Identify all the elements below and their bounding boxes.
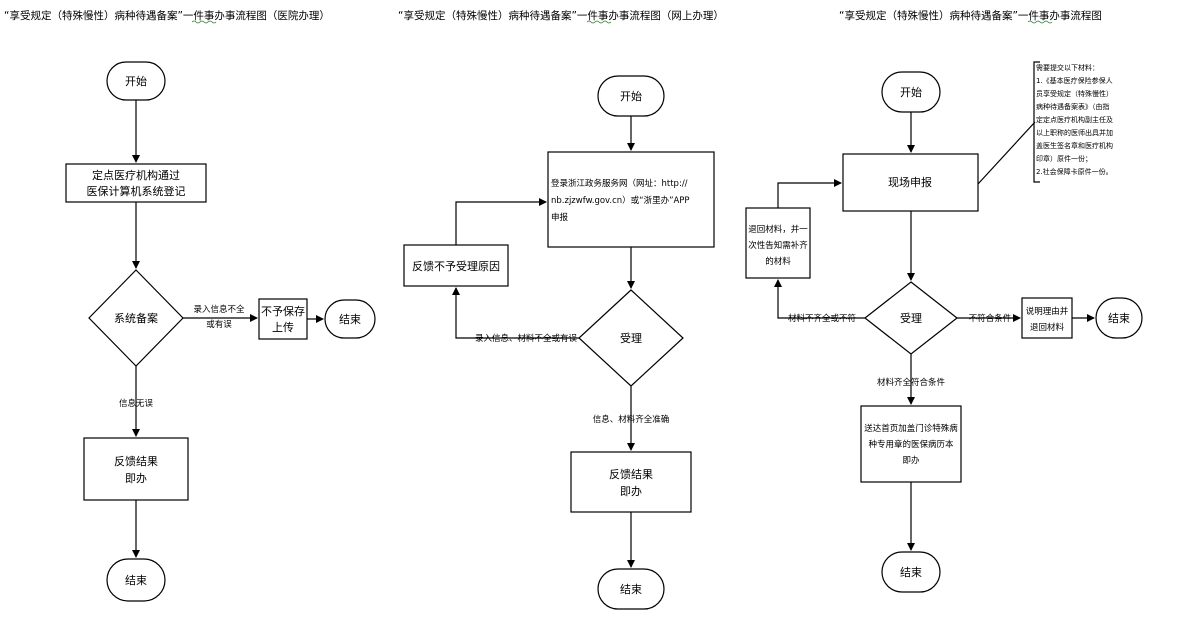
note-line9: 2.社会保障卡原件一份。	[1036, 167, 1113, 176]
end-terminator-bottom	[106, 558, 166, 602]
note-line3: 员享受规定（特殊慢性）	[1036, 89, 1113, 98]
result-process	[570, 451, 692, 513]
note-line4: 病种待遇备案表》（由指	[1036, 102, 1110, 111]
note-bracket	[1033, 61, 1040, 183]
onsite-apply-label: 现场申报	[888, 175, 932, 189]
note-connector	[977, 121, 1036, 185]
panel-onsite-title: “享受规定（特殊慢性）病种待遇备案”一件事办事流程图	[839, 9, 1102, 22]
no-branch-label-line1: 录入信息不全	[193, 304, 245, 315]
return-materials-line3: 的材料	[765, 256, 791, 267]
result-label-line1: 反馈结果	[114, 455, 158, 468]
spellcheck-underline	[191, 20, 217, 24]
end-terminator-right	[1095, 297, 1143, 339]
start-label: 开始	[620, 89, 642, 103]
result-label-line1: 送达首页加盖门诊特殊病	[864, 423, 958, 434]
panel-online-title: “享受规定（特殊慢性）病种待遇备案”一件事办事流程图（网上办理）	[398, 9, 724, 22]
end-bottom-label: 结束	[620, 583, 642, 596]
note-line1: 需要提交以下材料：	[1036, 63, 1099, 72]
reject-upload-line1: 不予保存	[261, 304, 305, 318]
online-apply-line1: 登录浙江政务服务网（网址：http://	[551, 178, 688, 189]
result-label-line3: 即办	[902, 455, 920, 466]
result-label-line1: 反馈结果	[609, 468, 653, 481]
yes-branch-label: 信息、材料齐全准确	[593, 414, 670, 425]
note-line8: 印章）原件一份；	[1036, 154, 1092, 163]
note-line5: 定定点医疗机构副主任及	[1036, 115, 1113, 124]
edge-return-to-apply	[777, 179, 842, 208]
result-process	[860, 405, 962, 483]
no-branch-label-line2: 或有误	[206, 319, 232, 330]
spellcheck-underline	[1027, 20, 1053, 24]
end-right-label: 结束	[1108, 312, 1130, 325]
explain-return-line1: 说明理由并	[1026, 306, 1069, 317]
reject-upload-line2: 上传	[272, 321, 294, 334]
note-line6: 以上职称的医师出具并加	[1036, 128, 1113, 137]
note-line7: 盖医生签名章和医疗机构	[1036, 141, 1113, 150]
return-materials-line1: 退回材料，并一	[748, 224, 808, 235]
panel-onsite: “享受规定（特殊慢性）病种待遇备案”一件事办事流程图 开始 现场申报 需要提交以…	[745, 9, 1143, 593]
note-line2: 1.《基本医疗保险参保人	[1036, 76, 1113, 85]
yes-branch-label: 材料齐全符合条件	[877, 377, 946, 388]
left-branch-label: 材料不齐全或不符	[788, 313, 856, 324]
end-terminator-bottom	[881, 551, 941, 593]
reject-reason-box	[403, 244, 509, 287]
register-label-line1: 定点医疗机构通过	[92, 168, 180, 182]
end-terminator-right	[324, 299, 376, 339]
result-label-line2: 种专用章的医保病历本	[868, 439, 954, 450]
spellcheck-underline	[586, 20, 612, 24]
online-apply-line3: 申报	[551, 212, 569, 223]
result-label-line2: 即办	[620, 485, 642, 498]
end-right-label: 结束	[339, 313, 361, 326]
yes-branch-label: 信息无误	[119, 398, 154, 409]
no-branch-label: 录入信息、材料不全或有误	[475, 333, 578, 344]
panel-hospital-title: “享受规定（特殊慢性）病种待遇备案”一件事办事流程图（医院办理）	[4, 9, 330, 22]
end-bottom-label: 结束	[125, 574, 147, 587]
accept-label: 受理	[900, 312, 922, 325]
return-materials-line2: 次性告知需补齐	[748, 240, 808, 251]
start-label: 开始	[125, 74, 147, 88]
start-label: 开始	[900, 85, 922, 99]
accept-label: 受理	[620, 332, 642, 345]
result-process	[83, 437, 189, 501]
onsite-apply-process	[842, 153, 979, 212]
online-apply-line2: nb.zjzwfw.gov.cn）或“浙里办”APP	[551, 195, 690, 206]
register-label-line2: 医保计算机系统登记	[87, 184, 186, 198]
edge-decision-to-return	[774, 279, 865, 319]
register-process	[65, 163, 207, 203]
explain-return-line2: 退回材料	[1030, 322, 1065, 333]
right-branch-label: 不符合条件	[969, 313, 1012, 324]
system-filing-label: 系统备案	[114, 311, 158, 325]
end-bottom-label: 结束	[900, 566, 922, 579]
edge-reject-to-apply	[455, 198, 547, 245]
reject-reason-label: 反馈不予受理原因	[412, 260, 500, 273]
result-label-line2: 即办	[125, 472, 147, 485]
end-terminator-bottom	[597, 568, 665, 610]
panel-hospital: “享受规定（特殊慢性）病种待遇备案”一件事办事流程图（医院办理） 开始 定点医疗…	[4, 9, 376, 602]
panel-online: “享受规定（特殊慢性）病种待遇备案”一件事办事流程图（网上办理） 开始 登录浙江…	[398, 9, 724, 610]
edge-decision-to-reject	[452, 287, 579, 339]
return-materials-box	[745, 207, 811, 279]
